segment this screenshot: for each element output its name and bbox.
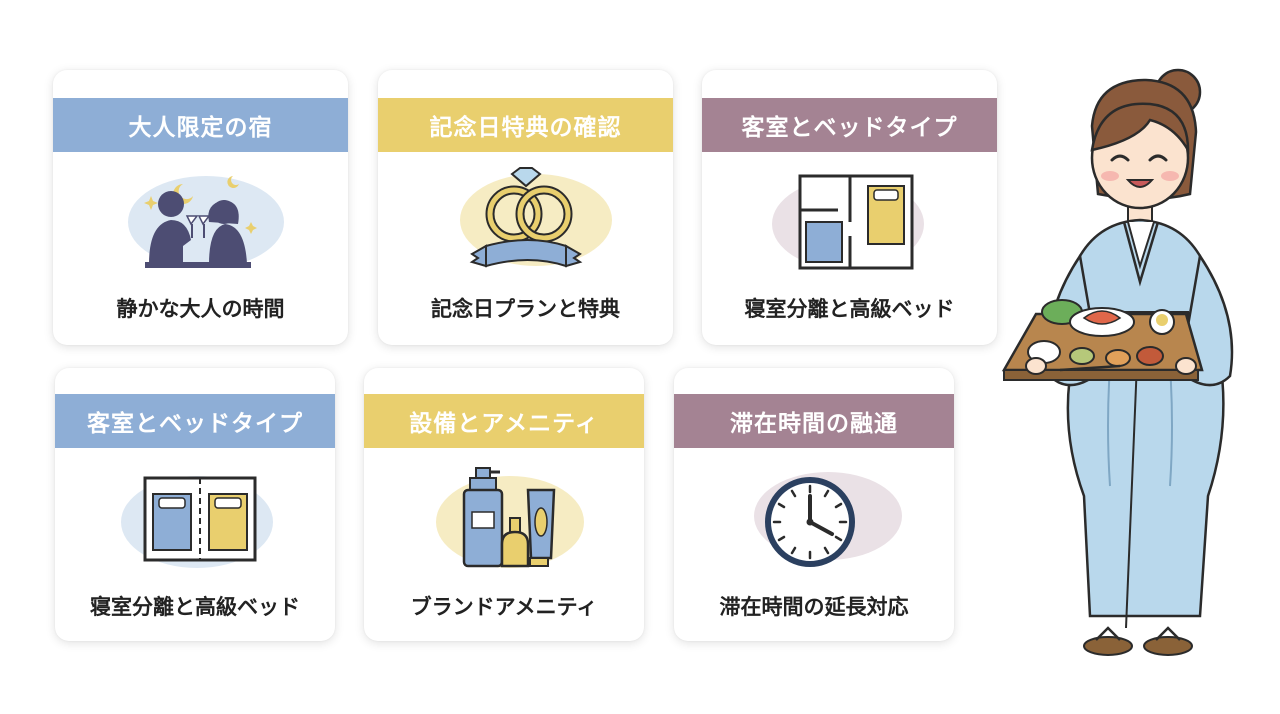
separate-beds-icon [121, 476, 273, 568]
card-title: 客室とベッドタイプ [702, 98, 997, 152]
card-title: 大人限定の宿 [53, 98, 348, 152]
card-title: 滞在時間の融通 [674, 394, 954, 448]
card-adults-only: 大人限定の宿 静かな大人の時間 [53, 70, 348, 345]
card-caption: 滞在時間の延長対応 [719, 595, 909, 619]
character-illustration [1000, 66, 1250, 671]
card-title: 記念日特典の確認 [378, 98, 673, 152]
card-caption: 寝室分離と高級ベッド [744, 297, 955, 321]
woman-in-yukata-with-tray-icon [1001, 68, 1234, 656]
card-caption: ブランドアメニティ [410, 595, 598, 619]
card-room-bed-type: 客室とベッドタイプ 寝室分離と高級ベッド [702, 70, 997, 345]
card-caption: 記念日プランと特典 [431, 297, 620, 321]
card-anniversary: 記念日特典の確認 記念日プランと特典 [378, 70, 673, 345]
card-stay-flexibility: 滞在時間の融通 滞在時間の延長対応 [674, 368, 954, 641]
card-title: 設備とアメニティ [364, 394, 644, 448]
clock-icon [754, 472, 902, 567]
card-caption: 静かな大人の時間 [116, 297, 285, 321]
card-room-bed-type-2: 客室とベッドタイプ 寝室分離と高級ベッド [55, 368, 335, 641]
floor-plan-icon [771, 174, 924, 270]
card-caption: 寝室分離と高級ベッド [90, 595, 300, 619]
card-amenities: 設備とアメニティ ブランドアメニティ [364, 368, 644, 641]
wedding-rings-icon [459, 167, 612, 268]
amenity-bottles-icon [436, 467, 584, 568]
couple-toasting-icon [127, 176, 284, 268]
card-title: 客室とベッドタイプ [55, 394, 335, 448]
